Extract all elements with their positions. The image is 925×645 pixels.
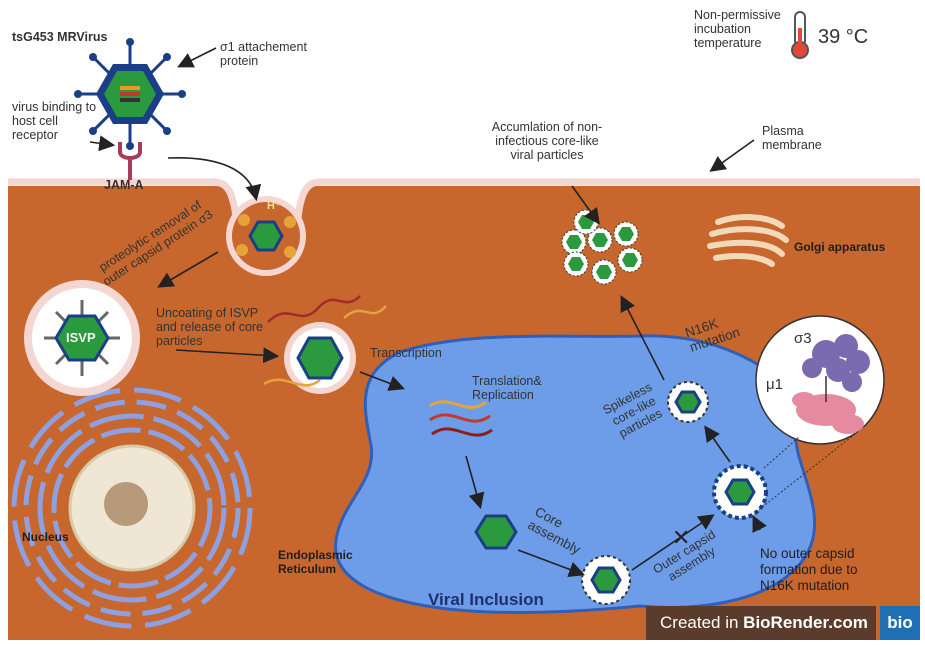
protease-icons bbox=[236, 214, 296, 258]
temperature-note-label: Non-permissive incubation temperature bbox=[694, 8, 781, 50]
virus-name-label: tsG453 MRVirus bbox=[12, 30, 108, 44]
thermometer-icon bbox=[791, 11, 809, 59]
zoom-line-1 bbox=[763, 435, 801, 469]
biorender-badge[interactable]: bio bbox=[880, 606, 920, 640]
isvp-label: ISVP bbox=[66, 330, 96, 345]
isvp-icon bbox=[54, 314, 110, 362]
accumulated-particles bbox=[561, 209, 643, 285]
accumulation-label: Accumlation of non-infectious core-like … bbox=[491, 120, 603, 162]
attachment-protein-label: σ1 attachement protein bbox=[220, 40, 307, 68]
biorender-credit[interactable]: Created in BioRender.com bbox=[646, 606, 876, 640]
nucleus-label: Nucleus bbox=[22, 530, 69, 544]
golgi-label: Golgi apparatus bbox=[794, 240, 886, 254]
temperature-value: 39 °C bbox=[818, 26, 869, 48]
jam-a-receptor-icon bbox=[118, 142, 142, 180]
viral-inclusion-label: Viral Inclusion bbox=[428, 590, 544, 609]
core-particle-icon bbox=[474, 514, 518, 550]
mrna-strands bbox=[263, 295, 387, 387]
outer-capsid-blocked-icon: ✕ bbox=[672, 525, 690, 550]
sigma3-label: σ3 bbox=[794, 330, 812, 347]
virus-binding-label: virus binding to host cell receptor bbox=[12, 100, 97, 142]
plasma-membrane-label: Plasma membrane bbox=[762, 124, 822, 152]
mu1-protein-icon bbox=[792, 392, 864, 434]
translation-label: Translation& Replication bbox=[472, 374, 542, 402]
transcription-label: Transcription bbox=[370, 346, 442, 360]
credit-prefix: Created in bbox=[660, 613, 744, 632]
jam-a-label: JAM-A bbox=[104, 178, 144, 192]
uncoating-label: Uncoating of ISVP and release of core pa… bbox=[156, 306, 264, 348]
mu1-label: μ1 bbox=[766, 376, 783, 393]
pathway-arrows bbox=[89, 47, 767, 577]
no-outer-capsid-label: No outer capsid formation due to N16K mu… bbox=[760, 546, 858, 593]
endosome-virus-icon bbox=[248, 220, 284, 252]
nucleolus-icon bbox=[104, 482, 148, 526]
sigma3-protein-icon bbox=[802, 334, 870, 392]
transcribing-core-icon bbox=[296, 336, 344, 380]
golgi-icon bbox=[707, 214, 789, 267]
er-label: Endoplasmic Reticulum bbox=[278, 548, 353, 576]
h-plus-label: H⁺ bbox=[267, 200, 281, 212]
endoplasmic-reticulum-icon bbox=[11, 387, 253, 629]
free-virus-icon bbox=[74, 38, 186, 150]
translation-mrna bbox=[429, 400, 493, 437]
credit-brand: BioRender.com bbox=[743, 613, 868, 632]
